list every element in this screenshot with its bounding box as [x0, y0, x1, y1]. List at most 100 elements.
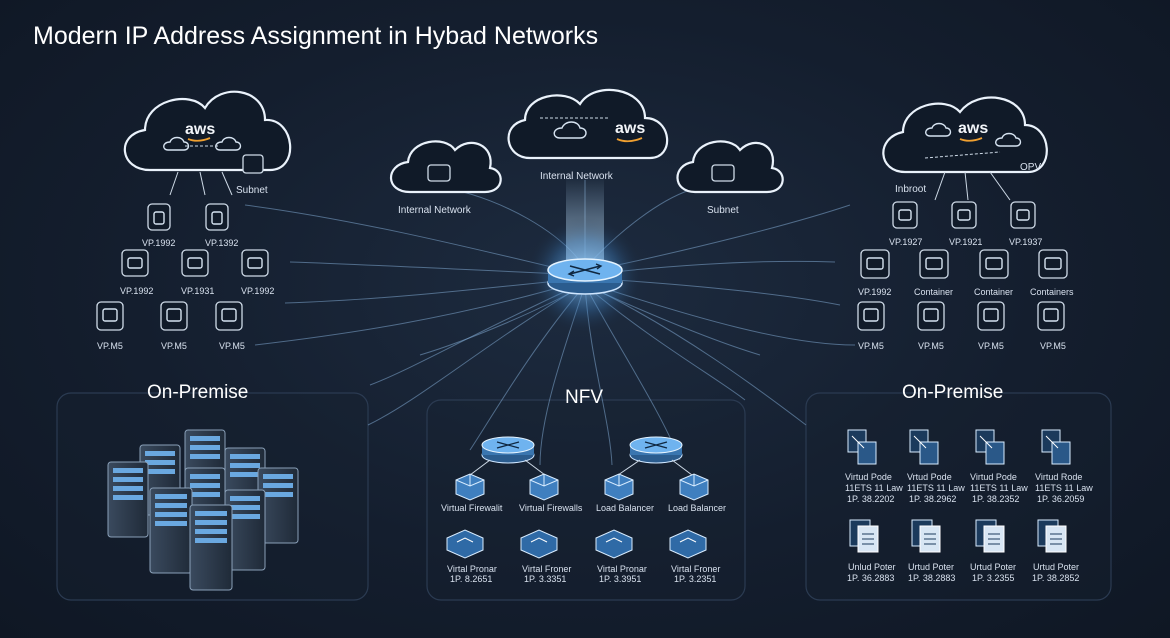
nfv-row2-name-3: Virtal Pronar [597, 564, 647, 574]
vm-icon [951, 201, 977, 229]
right-row2-label-2: Container [914, 287, 953, 297]
pod-r1-ip-3: 1P. 38.2352 [972, 494, 1019, 504]
vm-icon [977, 301, 1005, 331]
nfv-router-left [481, 436, 535, 464]
subnet-label-center-right: Subnet [707, 205, 739, 216]
vm-icon [1010, 201, 1036, 229]
pod-r2-name-1: Unlud Poter [848, 562, 896, 572]
pod-r1-name-2: Vrtud Pode [907, 472, 952, 482]
internal-network-label-left: Internal Network [398, 205, 472, 216]
right-row2-label-3: Container [974, 287, 1013, 297]
cloud-icon [163, 136, 190, 151]
left-aws-cloud: aws Subnet [123, 90, 292, 196]
right-row2-label-1: VP.1992 [858, 287, 891, 297]
vm-icon [857, 301, 885, 331]
pod-r1-name-3: Virtud Pode [970, 472, 1017, 482]
section-title-on-premise-right: On-Premise [902, 382, 1003, 403]
aws-logo-left: aws [185, 121, 215, 138]
nfv-row2-ip-1: 1P. 8.2651 [450, 574, 492, 584]
left-cluster: VP.1992 VP.1392 VP.1992 VP.1931 VP.1992 … [96, 203, 274, 351]
left-row2-label-2: VP.1931 [181, 286, 214, 296]
vm-icon [1037, 301, 1065, 331]
nfv-router-right [629, 436, 683, 464]
subnet-label-left: Subnet [236, 185, 268, 196]
load-balancer-icon [679, 473, 709, 501]
section-title-on-premise-left: On-Premise [147, 382, 248, 403]
right-onprem-pods: Virtud Pode 11ETS 11 Law 1P. 38.2202 Vrt… [845, 429, 1093, 583]
virtual-appliance-icon [669, 529, 707, 559]
vm-icon [892, 201, 918, 229]
on-premise-right-box [805, 392, 1112, 601]
pod-r1-ip-4: 1P. 36.2059 [1037, 494, 1084, 504]
nfv-row2-ip-3: 1P. 3.3951 [599, 574, 641, 584]
vm-icon [181, 249, 209, 277]
left-row3-label-3: VP.M5 [219, 341, 245, 351]
central-router-hub [527, 175, 643, 333]
pod-r1-sub-2: 11ETS 11 Law [907, 483, 965, 493]
vm-icon [215, 301, 243, 331]
left-row2-label-3: VP.1992 [241, 286, 274, 296]
vm-icon [147, 203, 171, 231]
pod-r2-ip-4: 1P. 38.2852 [1032, 573, 1079, 583]
right-cluster: VP.1927 VP.1921 VP.1937 VP.1992 Containe… [857, 201, 1074, 351]
virtual-appliance-icon [520, 529, 558, 559]
document-stack-icon [911, 519, 941, 553]
virtual-appliance-icon [446, 529, 484, 559]
pod-r1-name-1: Virtud Pode [845, 472, 892, 482]
left-row3-label-2: VP.M5 [161, 341, 187, 351]
aws-logo-right: aws [958, 120, 988, 137]
vm-icon [160, 301, 188, 331]
virtual-pod-icon [975, 429, 1005, 465]
virtual-pod-icon [1041, 429, 1071, 465]
internal-network-cloud-left: Internal Network [390, 140, 502, 216]
aws-logo-center: aws [615, 120, 645, 137]
opv-label: OPV [1020, 162, 1041, 173]
subnet-cloud-right: Subnet [676, 140, 784, 216]
nfv-row1-label-3: Load Balancer [596, 503, 654, 513]
right-row3-label-4: VP.M5 [1040, 341, 1066, 351]
right-row3-label-1: VP.M5 [858, 341, 884, 351]
nfv-row2-ip-4: 1P. 3.2351 [674, 574, 716, 584]
left-row3-label-1: VP.M5 [97, 341, 123, 351]
pod-r2-ip-3: 1P. 3.2355 [972, 573, 1014, 583]
firewall-appliance-icon [455, 473, 485, 501]
left-row1-label-1: VP.1992 [142, 238, 175, 248]
right-row2-label-4: Containers [1030, 287, 1074, 297]
pod-r2-name-2: Urtud Poter [908, 562, 954, 572]
pod-r1-sub-4: 11ETS 11 Law [1035, 483, 1093, 493]
document-stack-icon [849, 519, 879, 553]
load-balancer-icon [604, 473, 634, 501]
nfv-row2-name-1: Virtal Pronar [447, 564, 497, 574]
section-title-nfv: NFV [565, 387, 603, 408]
nfv-section: Virtual Firewalit Virtual Firewalls Load… [441, 436, 726, 584]
diagram-title: Modern IP Address Assignment in Hybad Ne… [33, 22, 598, 50]
left-row2-label-1: VP.1992 [120, 286, 153, 296]
virtual-appliance-icon [595, 529, 633, 559]
vm-icon [121, 249, 149, 277]
inbroot-label: Inbroot [895, 184, 926, 195]
vm-icon [96, 301, 124, 331]
pod-r1-sub-1: 11ETS 11 Law [845, 483, 903, 493]
container-icon [919, 249, 949, 279]
container-icon [860, 249, 890, 279]
pod-r2-name-4: Urtud Poter [1033, 562, 1079, 572]
right-row1-label-2: VP.1921 [949, 237, 982, 247]
right-row1-label-3: VP.1937 [1009, 237, 1042, 247]
vm-icon [917, 301, 945, 331]
right-row3-label-3: VP.M5 [978, 341, 1004, 351]
pod-r1-ip-1: 1P. 38.2202 [847, 494, 894, 504]
virtual-pod-icon [847, 429, 877, 465]
pod-r1-sub-3: 11ETS 11 Law [970, 483, 1028, 493]
pod-r1-name-4: Virtud Rode [1035, 472, 1082, 482]
right-row3-label-2: VP.M5 [918, 341, 944, 351]
pod-r2-ip-2: 1P. 38.2883 [908, 573, 955, 583]
internal-network-label-center: Internal Network [540, 171, 614, 182]
nfv-row1-label-1: Virtual Firewalit [441, 503, 503, 513]
left-row1-label-2: VP.1392 [205, 238, 238, 248]
right-aws-cloud: aws OPV Inbroot [882, 96, 1048, 201]
container-icon [1038, 249, 1068, 279]
pod-r2-name-3: Urtud Poter [970, 562, 1016, 572]
vm-icon [241, 249, 269, 277]
vm-icon [205, 203, 229, 231]
